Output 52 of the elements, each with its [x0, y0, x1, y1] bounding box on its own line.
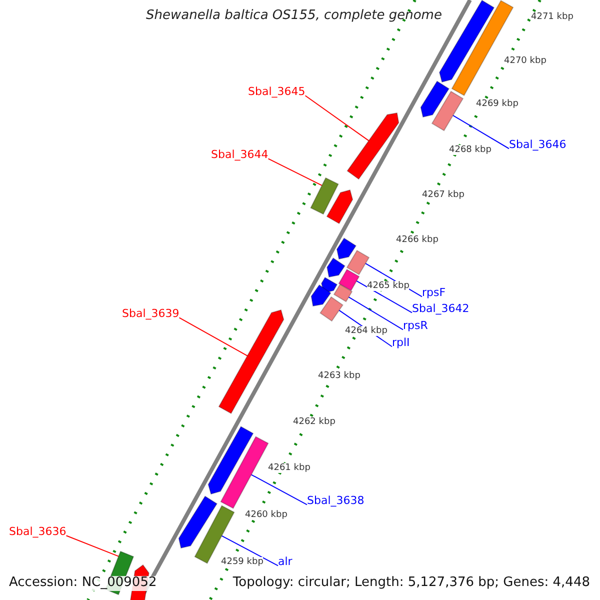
leader-line — [348, 296, 404, 330]
gene-label: Sbal_3645 — [248, 86, 306, 99]
gene-segment — [220, 436, 269, 509]
gene-segment — [178, 496, 218, 549]
gene-segment — [338, 268, 360, 292]
scale-label: 4263 kbp — [318, 371, 360, 382]
gene-segment — [218, 309, 284, 414]
gene-segment — [333, 284, 353, 302]
leader-line — [356, 280, 412, 314]
gene-segment — [326, 189, 354, 224]
gene-label: Sbal_3639 — [122, 308, 180, 321]
gene-segment — [326, 257, 346, 278]
gene-segment — [346, 250, 370, 276]
scale-label: 4269 kbp — [476, 99, 518, 110]
gene-segment — [431, 90, 464, 132]
scale-label: 4262 kbp — [293, 417, 336, 428]
gene-label: Sbal_3636 — [9, 526, 66, 539]
leader-line — [66, 535, 120, 557]
leader-line — [304, 95, 370, 142]
scale-label: 4264 kbp — [345, 326, 388, 336]
scale-label: 4260 kbp — [245, 510, 288, 520]
scale-label: 4259 kbp — [221, 557, 264, 568]
gene-label: Sbal_3642 — [412, 303, 470, 316]
scale-label: 4261 kbp — [268, 463, 310, 474]
gene-segment — [320, 296, 344, 322]
gene-label: Sbal_3638 — [307, 495, 364, 508]
gene-segment — [310, 177, 339, 215]
leader-line — [250, 474, 308, 506]
gene-segment — [420, 80, 450, 118]
info-text: Topology: circular; Length: 5,127,376 bp; Genes: 4,448 — [232, 576, 590, 591]
leader-line — [452, 114, 510, 150]
gene-label: rplI — [392, 337, 410, 350]
leader-line — [268, 158, 322, 186]
gene-label: rpsR — [403, 320, 428, 333]
scale-label: 4266 kbp — [396, 235, 438, 246]
gene-segment — [310, 284, 332, 307]
scale-label: 4270 kbp — [504, 56, 546, 66]
gene-label: rpsF — [422, 287, 446, 300]
gene-segment — [208, 426, 254, 495]
scale-label: 4265 kbp — [367, 281, 410, 292]
gene-segment — [346, 112, 400, 180]
scale-label: 4268 kbp — [449, 145, 492, 156]
gene-label: Sbal_3644 — [211, 149, 268, 162]
leader-line — [221, 535, 278, 566]
scale-label: 4271 kbp — [531, 12, 574, 22]
gene-label: Sbal_3646 — [509, 139, 566, 152]
info-text: Accession: NC_009052 — [9, 576, 157, 591]
gene-segment — [336, 238, 357, 260]
title: Shewanella baltica OS155, complete genome — [146, 9, 442, 24]
leader-line — [178, 317, 248, 356]
scale-label: 4267 kbp — [422, 190, 464, 200]
gene-label: alr — [278, 556, 292, 569]
